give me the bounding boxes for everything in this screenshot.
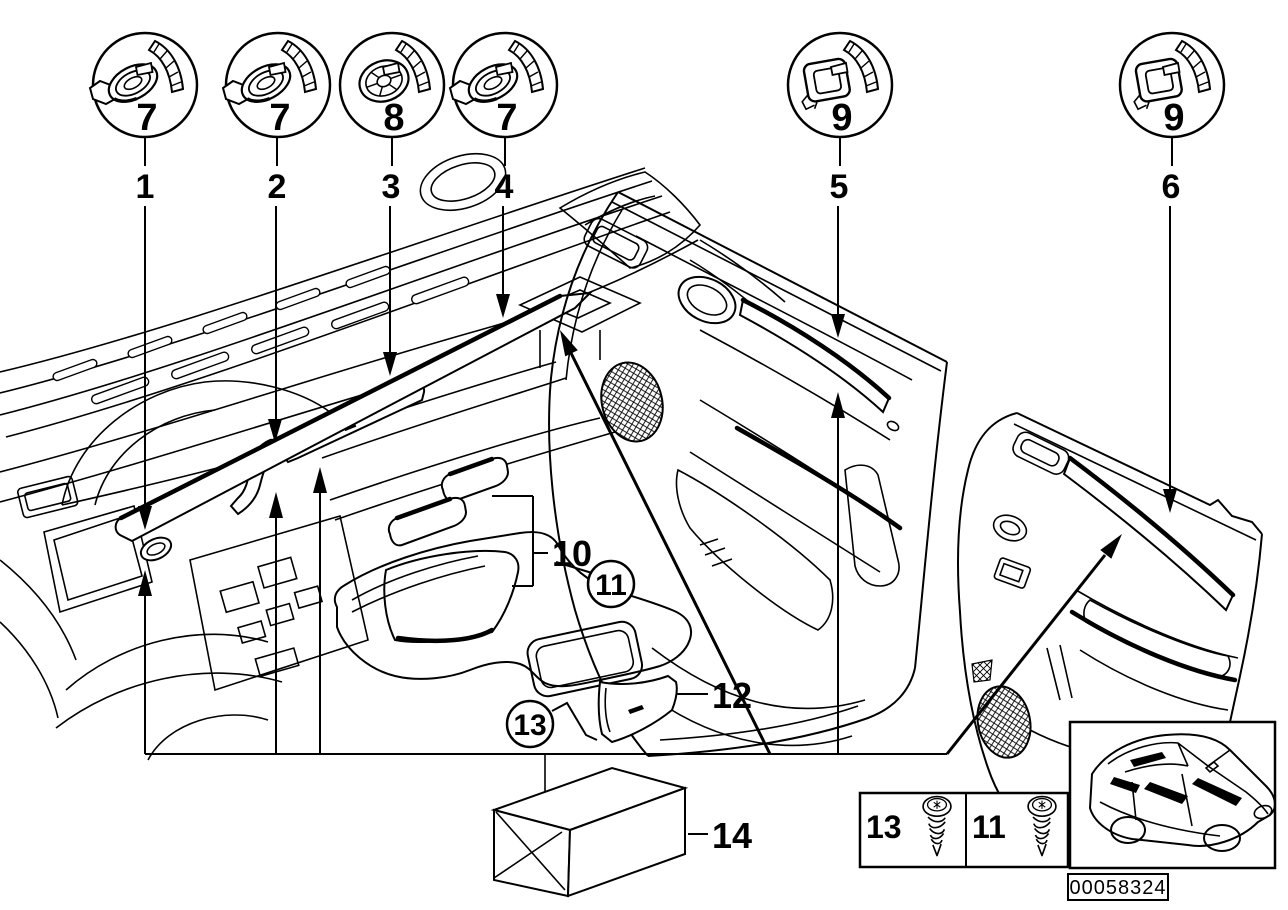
fastener-circle-5[interactable]: 9 <box>786 31 894 139</box>
fastener-circle-4[interactable]: 7 <box>448 31 559 139</box>
callout-leader-lines <box>138 137 1177 755</box>
fastener-circle-2[interactable]: 7 <box>221 31 332 139</box>
fastener-ref-label: 7 <box>136 97 157 139</box>
fastener-ref-label: 9 <box>1163 97 1184 139</box>
dashboard-drawing <box>0 152 786 761</box>
circled-label-13-text: 13 <box>513 709 546 742</box>
fastener-ref-label: 7 <box>496 97 517 139</box>
lower-tray-trim-12 <box>597 674 708 744</box>
trim-group-10 <box>387 456 548 587</box>
door-speaker-grille <box>600 361 664 443</box>
screw-table: 13 11 <box>858 791 1070 869</box>
fastener-circle-1[interactable]: 7 <box>88 31 199 139</box>
window-switch-bezel <box>583 217 649 269</box>
rear-door-panel <box>957 412 1263 867</box>
rear-speaker-grille <box>976 685 1032 759</box>
part-number: 00058324 <box>1070 877 1167 899</box>
car-icon <box>1088 733 1276 852</box>
center-console <box>333 531 692 698</box>
circled-label-13[interactable]: 13 <box>505 699 598 749</box>
dash-top-speaker-icon <box>419 152 507 212</box>
part-label-12[interactable]: 12 <box>712 675 752 716</box>
callout-number-1[interactable]: 1 <box>136 168 155 206</box>
steering-column-area <box>0 559 283 761</box>
windshield-cowl <box>0 167 671 438</box>
callout-number-5[interactable]: 5 <box>830 168 849 206</box>
circled-label-11[interactable]: 11 <box>555 559 636 609</box>
callout-number-2[interactable]: 2 <box>268 168 287 206</box>
fastener-ref-label: 7 <box>269 97 290 139</box>
part-number-box[interactable]: 00058324 <box>1067 873 1169 901</box>
part-label-14[interactable]: 14 <box>712 815 752 856</box>
fastener-ref-label: 9 <box>831 97 852 139</box>
callout-number-3[interactable]: 3 <box>382 168 401 206</box>
callout-number-4[interactable]: 4 <box>495 168 514 206</box>
trim-strip-4 <box>114 291 593 543</box>
screw-ref-11: 11 <box>972 809 1006 845</box>
callout-number-6[interactable]: 6 <box>1162 168 1181 206</box>
circled-label-11-text: 11 <box>595 569 627 602</box>
screw-ref-13: 13 <box>866 809 902 845</box>
fastener-ref-label: 8 <box>383 97 404 139</box>
trim-strip-6 <box>1062 455 1236 612</box>
fastener-circle-3[interactable]: 8 <box>338 31 446 139</box>
door-pull-cup <box>677 275 737 325</box>
car-location-thumbnail <box>1068 720 1277 870</box>
center-stack <box>17 276 733 692</box>
trim-strip-1 <box>139 536 173 562</box>
supply-box-14 <box>490 754 708 898</box>
trim-strip-5 <box>738 297 892 414</box>
fastener-circle-6[interactable]: 9 <box>1118 31 1226 139</box>
rear-door-handle-recess <box>1012 431 1070 475</box>
screw-table-cell-11[interactable]: 11 <box>972 795 1057 857</box>
screw-table-cell-13[interactable]: 13 <box>866 795 952 857</box>
